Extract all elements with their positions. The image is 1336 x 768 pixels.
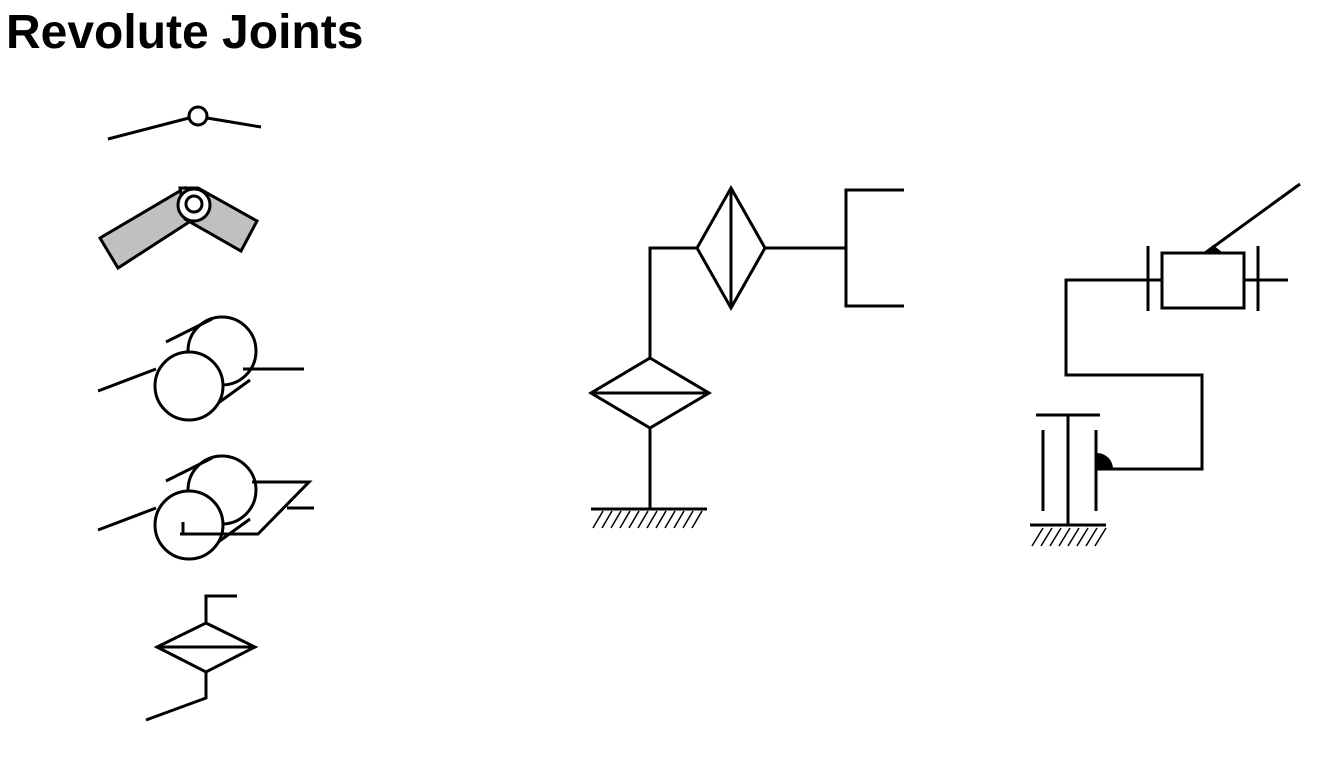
cylinder-plane-joint-symbol: [97, 454, 314, 561]
ground-symbol: [591, 507, 707, 529]
hinged-bars-symbol: [97, 185, 260, 271]
diamond-joint-symbol: [145, 594, 259, 722]
bearing-mechanism-diagram: [1030, 182, 1301, 547]
serial-mechanism-diagram: [588, 184, 904, 529]
ground-symbol: [1030, 523, 1107, 547]
pin-joint-symbol: [107, 105, 262, 141]
cylinder-joint-symbol: [97, 315, 304, 422]
page-title: Revolute Joints: [6, 6, 364, 59]
